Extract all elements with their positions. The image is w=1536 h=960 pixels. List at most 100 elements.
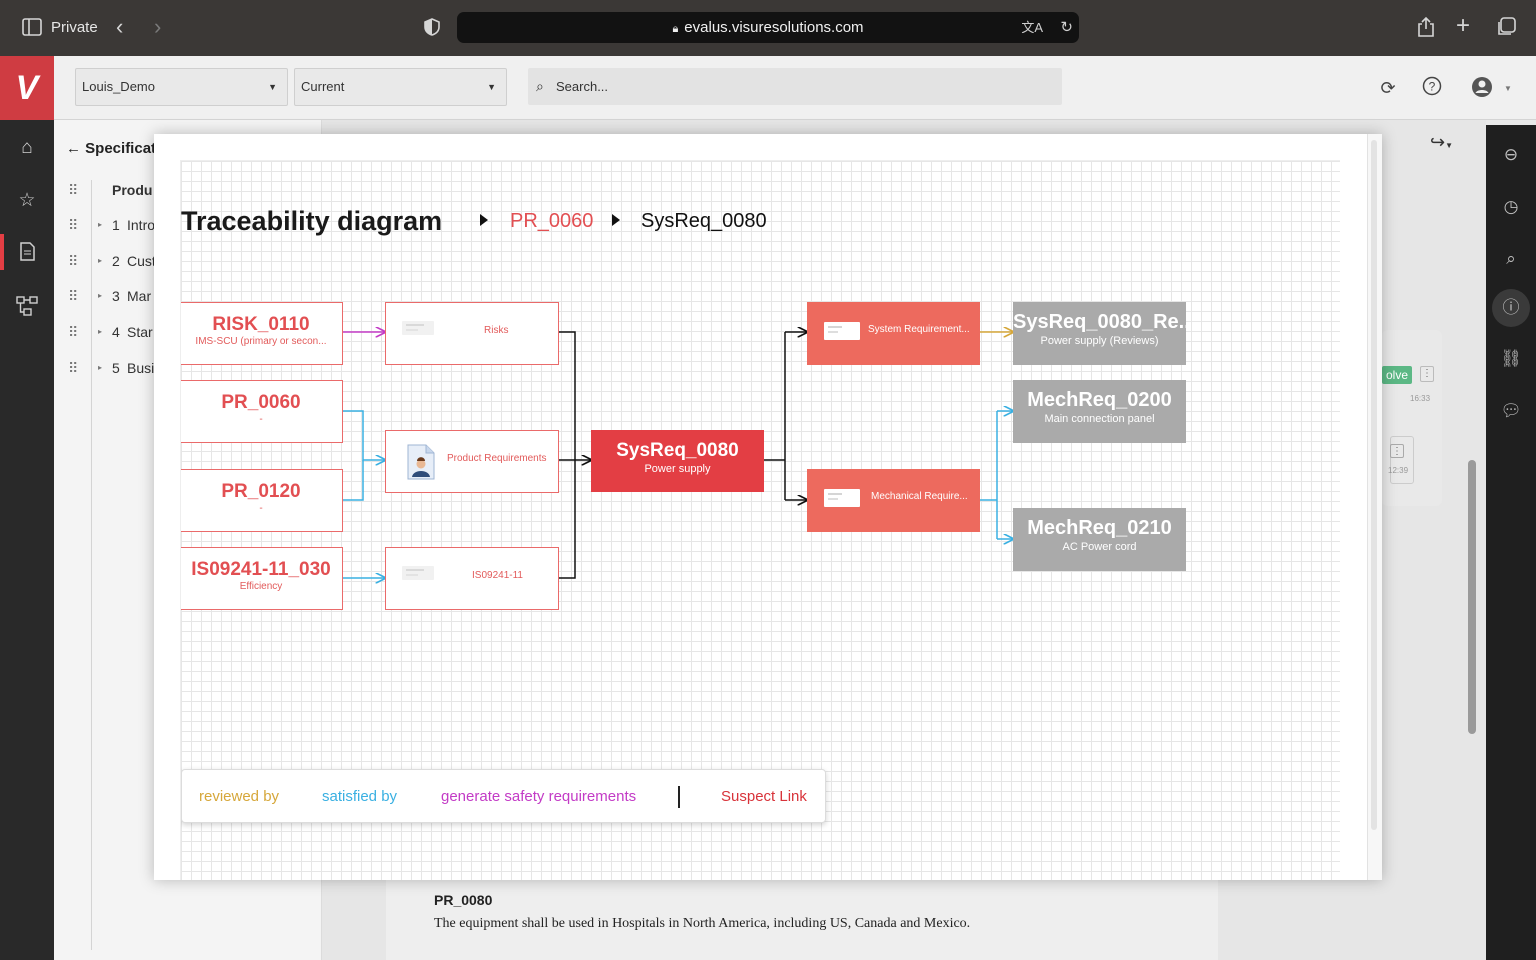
drag-handle-icon[interactable]: ⠿ xyxy=(68,182,79,198)
node-sysreq-0080[interactable]: SysReq_0080 Power supply xyxy=(591,430,764,492)
node-mechreq-0200[interactable]: MechReq_0200 Main connection panel xyxy=(1013,380,1186,443)
sidebar-toggle-icon[interactable] xyxy=(22,18,42,40)
redo-icon[interactable]: ↪▼ xyxy=(1430,132,1454,152)
app-left-nav: ⌂ ☆ xyxy=(0,56,54,960)
node-sysreq-0080-review[interactable]: SysReq_0080_Re... Power supply (Reviews) xyxy=(1013,302,1186,365)
tree-row-number: 1 xyxy=(112,217,120,233)
help-icon[interactable]: ? xyxy=(1420,76,1444,100)
group-system-requirements[interactable]: System Requirement... xyxy=(807,302,980,365)
breadcrumb-item[interactable]: PR_0060 xyxy=(510,210,594,232)
tree-header[interactable]: ← Specificat xyxy=(66,140,156,157)
tree-row[interactable]: ⠿ ▸ 2 Cust xyxy=(54,249,322,273)
comment-panel: olve ⋮ 16:33 ⋮ 12:39 xyxy=(1382,330,1442,506)
lock-icon: 🔒︎ xyxy=(672,23,679,35)
collapse-left-icon[interactable]: ⊖ xyxy=(1503,145,1519,164)
tree-row[interactable]: ⠿ ▸ 4 Star xyxy=(54,320,322,344)
group-label: Product Requirements xyxy=(447,453,547,464)
reload-icon[interactable]: ↻ xyxy=(1060,19,1073,36)
group-iso9241-11[interactable]: IS09241-11 xyxy=(385,547,559,610)
expand-icon[interactable]: ▸ xyxy=(98,327,103,336)
breadcrumb-separator-icon xyxy=(612,214,620,226)
legend-reviewed-by[interactable]: reviewed by xyxy=(199,788,280,805)
drag-handle-icon[interactable]: ⠿ xyxy=(68,360,79,376)
requirement-text: The equipment shall be used in Hospitals… xyxy=(434,916,971,931)
active-panel-indicator xyxy=(1492,289,1530,327)
group-mechanical-requirements[interactable]: Mechanical Require... xyxy=(807,469,980,532)
expand-icon[interactable]: ▸ xyxy=(98,363,103,372)
version-select[interactable]: Current▼ xyxy=(294,68,507,106)
tree-divider xyxy=(91,180,92,950)
requirement-id: PR_0080 xyxy=(434,892,493,908)
app-logo[interactable]: V xyxy=(0,56,54,120)
tree-row-label: Mar xyxy=(127,288,152,304)
attachment-icon[interactable]: ⌕ xyxy=(1506,249,1516,268)
translate-icon[interactable]: 文A xyxy=(1021,20,1043,35)
project-select-value: Louis_Demo xyxy=(82,79,155,94)
chevron-down-icon[interactable]: ▼ xyxy=(1504,84,1512,93)
node-subtitle: IMS-SCU (primary or secon... xyxy=(195,336,327,347)
user-avatar-icon[interactable] xyxy=(1470,76,1494,100)
breadcrumb-item[interactable]: SysReq_0080 xyxy=(641,210,767,232)
traceability-modal: Traceability diagram PR_0060 SysReq_0080 xyxy=(154,134,1382,880)
node-subtitle: Power supply xyxy=(644,463,711,475)
node-pr-0060[interactable]: PR_0060 - xyxy=(181,380,343,443)
expand-icon[interactable]: ▸ xyxy=(98,220,103,229)
expand-icon[interactable]: ▸ xyxy=(98,256,103,265)
main-scrollbar[interactable] xyxy=(1468,460,1476,734)
expand-icon[interactable]: ▸ xyxy=(98,291,103,300)
legend-satisfied-by[interactable]: satisfied by xyxy=(322,788,398,805)
browser-toolbar: Private ‹ › 🔒︎evalus.visuresolutions.com… xyxy=(0,0,1536,56)
star-icon[interactable]: ☆ xyxy=(18,190,36,211)
version-select-value: Current xyxy=(301,79,345,94)
drag-handle-icon[interactable]: ⠿ xyxy=(68,324,79,340)
comments-icon[interactable]: 💬︎ xyxy=(1500,401,1522,420)
shield-icon[interactable] xyxy=(424,18,440,40)
group-label: System Requirement... xyxy=(868,324,970,335)
tree-row[interactable]: ⠿ ▸ 3 Mar xyxy=(54,284,322,308)
svg-text:?: ? xyxy=(1429,80,1436,94)
legend-suspect-link[interactable]: Suspect Link xyxy=(721,788,807,805)
group-label: Mechanical Require... xyxy=(871,491,968,502)
diagram-canvas[interactable]: Traceability diagram PR_0060 SysReq_0080 xyxy=(180,160,1340,880)
search-input[interactable]: ⌕ Search... xyxy=(528,68,1062,105)
modal-outer-scrollbar[interactable] xyxy=(1371,140,1377,830)
node-mechreq-0210[interactable]: MechReq_0210 AC Power cord xyxy=(1013,508,1186,571)
new-tab-icon[interactable]: + xyxy=(1456,12,1471,39)
link-icon[interactable]: ⛓ xyxy=(1500,349,1522,368)
person-document-icon xyxy=(404,443,436,481)
more-icon[interactable]: ⋮ xyxy=(1420,366,1434,382)
document-icon[interactable] xyxy=(15,242,39,266)
drag-handle-icon[interactable]: ⠿ xyxy=(68,288,79,304)
share-icon[interactable] xyxy=(1417,16,1435,42)
history-icon[interactable]: ◷ xyxy=(1503,197,1519,216)
tree-row-number: 4 xyxy=(112,324,120,340)
legend-generate-safety-requirements[interactable]: generate safety requirements xyxy=(441,788,637,805)
project-select[interactable]: Louis_Demo▼ xyxy=(75,68,288,106)
node-iso9241-11-030[interactable]: IS09241-11_030 Efficiency xyxy=(181,547,343,610)
group-product-requirements[interactable]: Product Requirements xyxy=(385,430,559,493)
more-icon[interactable]: ⋮ xyxy=(1390,444,1404,458)
info-icon[interactable]: ⓘ xyxy=(1502,298,1520,317)
status-badge: olve xyxy=(1382,366,1413,384)
drag-handle-icon[interactable]: ⠿ xyxy=(68,253,79,269)
group-risks[interactable]: Risks xyxy=(385,302,559,365)
hierarchy-icon[interactable] xyxy=(15,296,39,320)
node-pr-0120[interactable]: PR_0120 - xyxy=(181,469,343,532)
back-arrow-icon: ← xyxy=(66,140,81,157)
address-bar[interactable]: 🔒︎evalus.visuresolutions.com 文A ↻ xyxy=(457,12,1079,43)
tabs-overview-icon[interactable] xyxy=(1496,17,1516,41)
home-icon[interactable]: ⌂ xyxy=(21,137,33,158)
sync-icon[interactable]: ⟳ xyxy=(1380,78,1396,98)
tree-row[interactable]: ⠿ ▸ 1 Intro xyxy=(54,213,322,237)
search-placeholder: Search... xyxy=(556,79,609,94)
node-id: IS09241-11_030 xyxy=(191,559,331,580)
drag-handle-icon[interactable]: ⠿ xyxy=(68,217,79,233)
tree-row[interactable]: ⠿ ▸ 5 Busi xyxy=(54,356,322,380)
back-icon[interactable]: ‹ xyxy=(116,14,124,39)
group-label: IS09241-11 xyxy=(472,570,523,581)
node-subtitle: Power supply (Reviews) xyxy=(1040,335,1159,347)
tree-row-number: 5 xyxy=(112,360,120,376)
node-risk-0110[interactable]: RISK_0110 IMS-SCU (primary or secon... xyxy=(181,302,343,365)
legend-divider xyxy=(678,786,680,808)
forward-icon[interactable]: › xyxy=(154,14,162,39)
